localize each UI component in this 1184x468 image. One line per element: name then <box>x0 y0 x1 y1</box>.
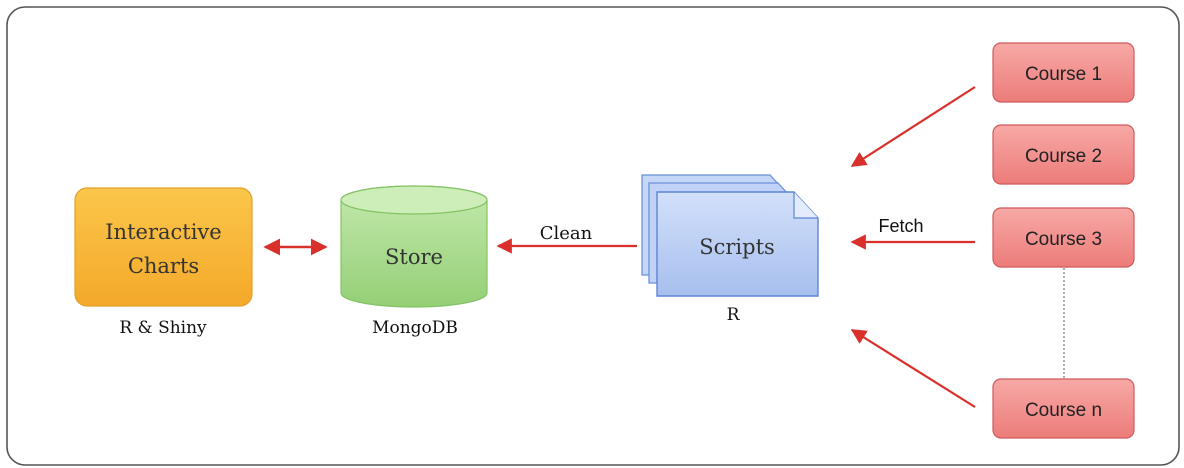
course1-arrow <box>850 86 976 167</box>
interactive-charts-box <box>74 187 253 307</box>
store-caption: MongoDB <box>372 318 458 338</box>
coursen-arrow <box>850 329 976 408</box>
course-2-box <box>992 124 1135 185</box>
course-2-node: Course 2 <box>992 124 1135 185</box>
course-2-label: Course 2 <box>1025 146 1102 167</box>
course-3-node: Course 3 <box>992 207 1135 268</box>
fetch-label: Fetch <box>878 216 923 236</box>
course-1-node: Course 1 <box>992 42 1135 103</box>
interactive-charts-label-line2: Charts <box>128 254 199 278</box>
interactive-charts-label-line1: Interactive <box>105 220 221 244</box>
store-label: Store <box>385 245 443 269</box>
course-3-label: Course 3 <box>1025 229 1102 250</box>
store-node: Store MongoDB <box>340 185 488 338</box>
course-n-node: Course n <box>992 378 1135 439</box>
course-n-label: Course n <box>1025 400 1102 421</box>
scripts-page-fold <box>793 192 818 219</box>
interactive-charts-node: Interactive Charts R & Shiny <box>74 187 253 338</box>
scripts-page-front <box>656 191 819 297</box>
course-1-box <box>992 42 1135 103</box>
interactive-charts-caption: R & Shiny <box>119 318 207 338</box>
scripts-label: Scripts <box>699 235 775 259</box>
course-1-label: Course 1 <box>1025 64 1102 85</box>
store-cylinder-top <box>340 185 488 215</box>
clean-label: Clean <box>540 223 593 244</box>
scripts-caption: R <box>727 305 741 325</box>
course-3-box <box>992 207 1135 268</box>
scripts-node: Scripts R <box>641 174 819 325</box>
course-n-box <box>992 378 1135 439</box>
